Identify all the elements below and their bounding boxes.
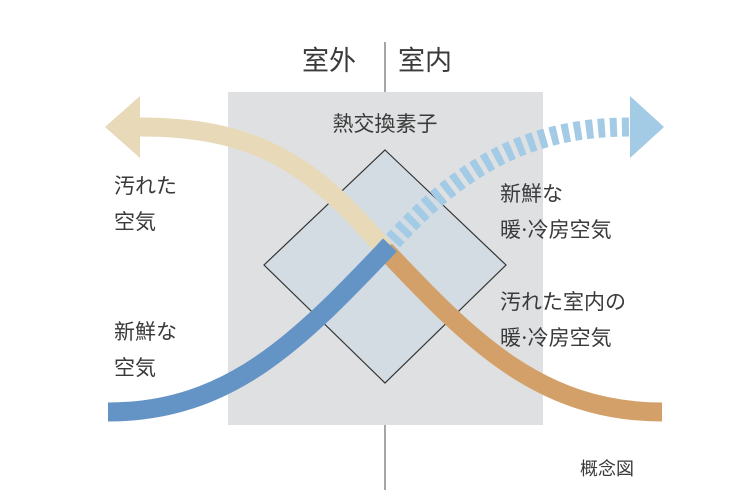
label-line: 暖·冷房空気	[500, 326, 612, 350]
indoor-label: 室内	[398, 46, 452, 77]
indoor-exhaust-flow	[378, 243, 663, 422]
outdoor-label: 室外	[302, 46, 356, 77]
label-line: 暖·冷房空気	[500, 218, 612, 242]
exhaust-arrow-head	[105, 96, 140, 158]
label-line: 汚れた室内の	[500, 290, 626, 314]
heat-exchange-element-label: 熱交換素子	[332, 112, 438, 136]
label-line: 汚れた	[114, 174, 177, 198]
label-line: 新鮮な	[114, 320, 177, 344]
fresh-conditioned-air-label: 新鮮な暖·冷房空気	[500, 176, 612, 248]
label-line: 空気	[114, 356, 156, 380]
fresh-air-flow	[107, 238, 397, 422]
heat-exchange-element	[263, 149, 507, 384]
dirty-air-label: 汚れた空気	[114, 168, 177, 240]
label-line: 新鮮な	[500, 182, 563, 206]
fresh-air-label: 新鮮な空気	[114, 314, 177, 386]
caption: 概念図	[580, 459, 634, 480]
supply-air-flow	[377, 117, 631, 257]
dirty-indoor-air-label: 汚れた室内の暖·冷房空気	[500, 284, 626, 356]
exhaust-air-flow	[139, 117, 393, 257]
label-line: 空気	[114, 210, 156, 234]
supply-arrow-head	[630, 96, 664, 158]
